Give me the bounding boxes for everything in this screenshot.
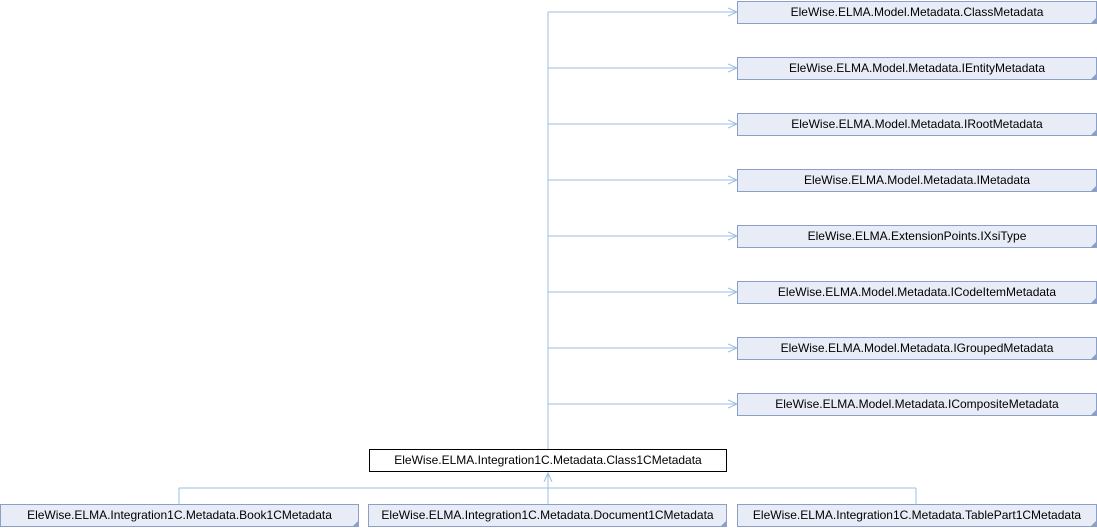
base-class-node[interactable]: EleWise.ELMA.Model.Metadata.IEntityMetad… — [737, 57, 1097, 80]
derived-class-node[interactable]: EleWise.ELMA.Integration1C.Metadata.Docu… — [368, 504, 727, 527]
base-class-node[interactable]: EleWise.ELMA.ExtensionPoints.IXsiType — [737, 225, 1097, 248]
base-class-node[interactable]: EleWise.ELMA.Model.Metadata.ClassMetadat… — [737, 1, 1097, 24]
derived-class-node[interactable]: EleWise.ELMA.Integration1C.Metadata.Book… — [0, 504, 359, 527]
current-class-node: EleWise.ELMA.Integration1C.Metadata.Clas… — [369, 449, 727, 472]
base-class-node[interactable]: EleWise.ELMA.Model.Metadata.ICompositeMe… — [737, 393, 1097, 416]
base-class-node[interactable]: EleWise.ELMA.Model.Metadata.ICodeItemMet… — [737, 281, 1097, 304]
derived-class-node[interactable]: EleWise.ELMA.Integration1C.Metadata.Tabl… — [737, 504, 1097, 527]
base-class-node[interactable]: EleWise.ELMA.Model.Metadata.IRootMetadat… — [737, 113, 1097, 136]
base-class-node[interactable]: EleWise.ELMA.Model.Metadata.IGroupedMeta… — [737, 337, 1097, 360]
base-class-node[interactable]: EleWise.ELMA.Model.Metadata.IMetadata — [737, 169, 1097, 192]
